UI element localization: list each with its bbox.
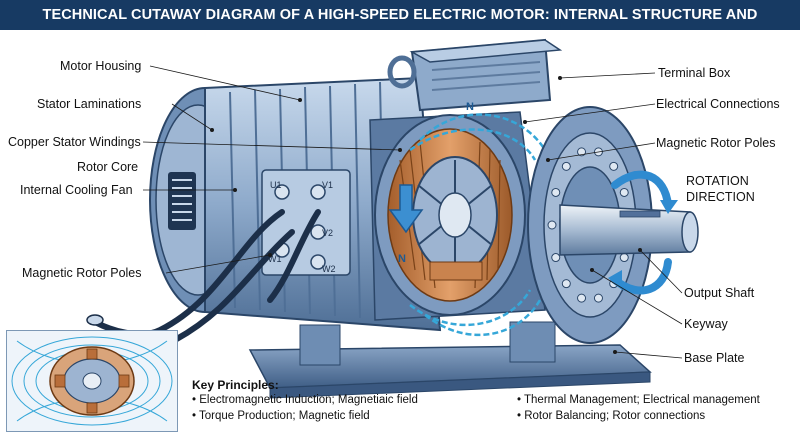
bearing-ball bbox=[551, 253, 561, 263]
bearing-ball bbox=[577, 293, 587, 303]
label-magnetic-rotor-poles-right: Magnetic Rotor Poles bbox=[656, 136, 776, 150]
bearing-ball bbox=[561, 279, 571, 289]
label-rotation-line-2: DIRECTION bbox=[686, 190, 755, 204]
lifting-eye-shape bbox=[387, 55, 417, 89]
bearing-ball bbox=[593, 293, 603, 303]
terminal-stud bbox=[310, 184, 326, 200]
magnetic-flux-lines-shape bbox=[409, 113, 547, 337]
rotation-direction-arrows-shape bbox=[611, 170, 672, 295]
terminal-label: W1 bbox=[268, 254, 282, 264]
label-internal-cooling-fan: Internal Cooling Fan bbox=[20, 183, 133, 197]
terminal-stud bbox=[310, 254, 326, 270]
principle-item: • Thermal Management; Electrical managem… bbox=[517, 394, 760, 406]
bearing-ball bbox=[551, 187, 561, 197]
bearing-ball bbox=[577, 147, 587, 157]
label-rotation-line-1: ROTATION bbox=[686, 174, 749, 188]
label-electrical-connections: Electrical Connections bbox=[656, 97, 780, 111]
rotation-arrow-inner-shape bbox=[388, 184, 424, 234]
base-plate-shape bbox=[248, 321, 652, 399]
north-pole-marker-top: N bbox=[466, 101, 474, 113]
terminal-label: U1 bbox=[270, 180, 282, 190]
leader-dots bbox=[210, 76, 642, 354]
magnetic-rotor-pole-shape bbox=[429, 261, 483, 281]
svg-text:N: N bbox=[398, 253, 406, 265]
label-copper-stator-windings: Copper Stator Windings bbox=[8, 135, 141, 149]
principle-item: • Electromagnetic Induction; Magnetiaic … bbox=[192, 394, 418, 406]
terminal-label: V2 bbox=[322, 228, 333, 238]
terminal-label: V1 bbox=[322, 180, 333, 190]
leader-lines bbox=[142, 65, 683, 359]
terminal-box-shape bbox=[409, 38, 563, 112]
principle-item: • Rotor Balancing; Rotor connections bbox=[517, 410, 706, 422]
bearing-ball bbox=[609, 161, 619, 171]
terminal-label: W2 bbox=[322, 264, 336, 274]
svg-text:N: N bbox=[466, 101, 474, 113]
label-stator-laminations: Stator Laminations bbox=[37, 97, 142, 111]
label-base-plate: Base Plate bbox=[684, 351, 745, 365]
label-motor-housing: Motor Housing bbox=[60, 59, 142, 73]
output-shaft-shape bbox=[559, 204, 699, 256]
bearing-ball bbox=[619, 253, 629, 263]
bearing-ball bbox=[619, 187, 629, 197]
key-principles-panel: Key Principles: • Electromagnetic Induct… bbox=[192, 378, 792, 436]
magnetic-field-inset-drawing bbox=[11, 336, 173, 426]
bearing-ball bbox=[547, 220, 557, 230]
rotor-core-shape bbox=[412, 156, 498, 274]
label-magnetic-rotor-poles-left: Magnetic Rotor Poles bbox=[22, 266, 142, 280]
terminal-stud bbox=[274, 184, 290, 200]
bearing-ball bbox=[561, 161, 571, 171]
terminal-stud bbox=[310, 224, 326, 240]
label-terminal-box: Terminal Box bbox=[658, 66, 731, 80]
principle-item: • Torque Production; Magnetic field bbox=[192, 410, 370, 422]
north-pole-marker-bottom: N bbox=[398, 253, 406, 265]
key-principles-heading: Key Principles: bbox=[192, 378, 279, 392]
label-output-shaft: Output Shaft bbox=[684, 286, 755, 300]
magnetic-field-inset bbox=[6, 330, 178, 432]
label-rotor-core: Rotor Core bbox=[77, 160, 139, 174]
diagram-title: TECHNICAL CUTAWAY DIAGRAM OF A HIGH-SPEE… bbox=[0, 0, 800, 53]
label-keyway: Keyway bbox=[684, 317, 728, 331]
